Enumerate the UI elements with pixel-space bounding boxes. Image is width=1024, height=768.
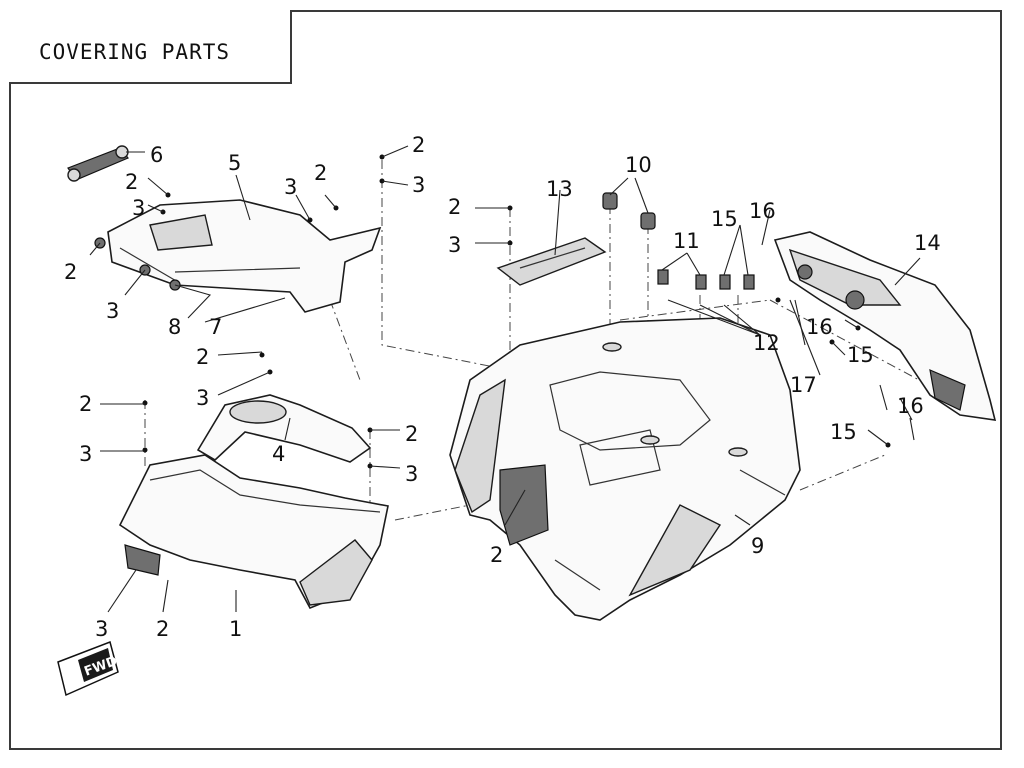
callout-2: 2 bbox=[314, 161, 327, 185]
callout-3: 3 bbox=[95, 617, 108, 641]
callout-15: 15 bbox=[830, 420, 857, 444]
callout-9: 9 bbox=[751, 534, 764, 558]
grab-handle-part-6 bbox=[67, 145, 129, 182]
callout-2: 2 bbox=[405, 422, 418, 446]
callout-11: 11 bbox=[673, 229, 700, 253]
callout-2: 2 bbox=[448, 195, 461, 219]
callout-3: 3 bbox=[79, 442, 92, 466]
grommets-part-10 bbox=[602, 192, 656, 230]
callout-3: 3 bbox=[196, 386, 209, 410]
callout-14: 14 bbox=[914, 231, 941, 255]
callout-12: 12 bbox=[753, 331, 780, 355]
callout-4: 4 bbox=[272, 442, 285, 466]
callout-3: 3 bbox=[405, 462, 418, 486]
callout-6: 6 bbox=[150, 143, 163, 167]
front-fender-part-1 bbox=[118, 454, 389, 610]
callout-2: 2 bbox=[156, 617, 169, 641]
callout-1: 1 bbox=[229, 617, 242, 641]
callout-3: 3 bbox=[412, 173, 425, 197]
callout-15: 15 bbox=[711, 207, 738, 231]
callout-2: 2 bbox=[196, 345, 209, 369]
callout-2: 2 bbox=[125, 170, 138, 194]
callout-3: 3 bbox=[448, 233, 461, 257]
callout-3: 3 bbox=[106, 299, 119, 323]
callout-2: 2 bbox=[412, 133, 425, 157]
callout-2: 2 bbox=[64, 260, 77, 284]
nuts-part-11 bbox=[657, 269, 755, 290]
center-cover-part-4 bbox=[196, 394, 372, 463]
rear-cover-part-14 bbox=[773, 231, 997, 421]
callout-7: 7 bbox=[209, 315, 222, 339]
callout-2: 2 bbox=[490, 543, 503, 567]
callout-15: 15 bbox=[847, 343, 874, 367]
callout-10: 10 bbox=[625, 153, 652, 177]
callout-16: 16 bbox=[749, 199, 776, 223]
title-block: COVERING PARTS bbox=[9, 10, 292, 84]
cover-plate-part-13 bbox=[496, 237, 607, 286]
diagram-title: COVERING PARTS bbox=[39, 40, 231, 64]
callout-13: 13 bbox=[546, 177, 573, 201]
callout-5: 5 bbox=[228, 151, 241, 175]
callout-17: 17 bbox=[790, 373, 817, 397]
callout-8: 8 bbox=[168, 315, 181, 339]
fasteners-parts-2-3 bbox=[142, 154, 513, 469]
callout-3: 3 bbox=[284, 175, 297, 199]
leader-lines bbox=[89, 145, 921, 613]
callout-16: 16 bbox=[897, 394, 924, 418]
callout-labels: 1 2 3 2 3 2 3 2 3 3 2 2 4 5 6 2 3 3 2 2 … bbox=[64, 133, 941, 641]
callout-3: 3 bbox=[132, 196, 145, 220]
callout-16: 16 bbox=[806, 315, 833, 339]
front-rack-part-5 bbox=[94, 199, 382, 313]
callout-2: 2 bbox=[79, 392, 92, 416]
rear-fender-part-9 bbox=[449, 317, 801, 621]
fwd-arrow-icon: FWD bbox=[57, 641, 120, 697]
